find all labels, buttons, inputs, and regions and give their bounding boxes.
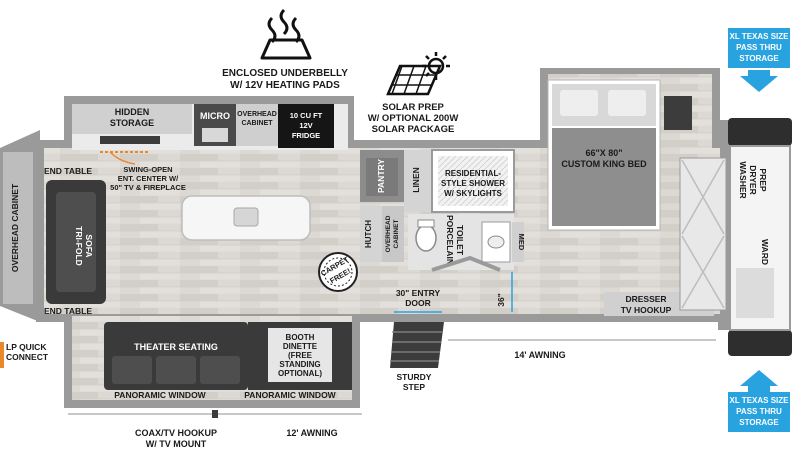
pantry-label: PANTRY	[376, 159, 386, 193]
entry-door-label-1: 30" ENTRY	[396, 288, 441, 298]
linen-label: LINEN	[411, 167, 421, 193]
hidden-storage-label-1: HIDDEN	[115, 107, 150, 117]
pillow-icon	[560, 90, 598, 116]
pass-thru-bottom-3: STORAGE	[739, 418, 779, 427]
fridge-label-3: FRIDGE	[292, 131, 320, 140]
panoramic-window-2-label: PANORAMIC WINDOW	[244, 390, 336, 400]
awning-12-label: 12' AWNING	[286, 428, 337, 438]
theater-seating-label: THEATER SEATING	[134, 342, 218, 352]
solar-panel-icon	[386, 64, 442, 96]
pass-thru-top-1: XL TEXAS SIZE	[730, 32, 790, 41]
fridge	[278, 104, 334, 148]
swing-open-label-1: SWING-OPEN	[123, 165, 172, 174]
micro-label: MICRO	[200, 111, 230, 121]
hutch-overhead-label-2: CABINET	[393, 220, 400, 249]
front-overhead-cabinet-label: OVERHEAD CABINET	[10, 183, 20, 272]
fridge-label-1: 10 CU FT	[290, 111, 323, 120]
end-table-top-label: END TABLE	[44, 166, 92, 176]
bed-label-2: CUSTOM KING BED	[561, 159, 647, 169]
sun-icon	[422, 52, 450, 80]
swing-open-label-2: ENT. CENTER W/	[118, 174, 179, 183]
nightstand	[664, 96, 692, 130]
kitchen-overhead-cabinet	[236, 104, 278, 146]
kitchen-counter-trim	[100, 136, 160, 144]
solar-label-3: SOLAR PACKAGE	[372, 124, 455, 135]
hutch-label: HUTCH	[364, 220, 373, 248]
coax-marker	[212, 410, 218, 418]
fridge-label-2: 12V	[299, 121, 312, 130]
booth-label-5: OPTIONAL)	[278, 369, 322, 378]
pass-thru-bottom-2: PASS THRU	[736, 407, 782, 416]
dim-36-label: 36"	[496, 293, 506, 307]
pass-thru-top-3: STORAGE	[739, 54, 779, 63]
heat-waves-icon	[260, 8, 312, 60]
sink-icon	[233, 207, 259, 227]
underbelly-label-1: ENCLOSED UNDERBELLY	[222, 68, 348, 79]
sturdy-step-label-1: STURDY	[397, 372, 432, 382]
wardrobe-doors	[679, 157, 727, 311]
sturdy-step-icon	[390, 322, 444, 368]
blue-arrow-icon	[740, 70, 778, 92]
hidden-storage-cabinet	[72, 104, 192, 134]
booth-label-4: STANDING	[279, 360, 320, 369]
pass-thru-top-callout: XL TEXAS SIZE PASS THRU STORAGE	[728, 28, 790, 92]
pass-thru-top-2: PASS THRU	[736, 43, 782, 52]
pass-thru-bottom-callout: XL TEXAS SIZE PASS THRU STORAGE	[728, 370, 790, 432]
coax-label-1: COAX/TV HOOKUP	[135, 428, 217, 438]
panoramic-window-1-label: PANORAMIC WINDOW	[114, 390, 206, 400]
linen-cabinet	[404, 150, 432, 212]
stove-icon	[202, 128, 228, 142]
bed-label-1: 66"X 80"	[585, 148, 622, 158]
lp-label-1: LP QUICK	[6, 342, 47, 352]
swing-open-label-3: 50" TV & FIREPLACE	[110, 183, 186, 192]
bed-cover	[552, 128, 656, 226]
kitchen-overhead-label-2: CABINET	[241, 120, 273, 127]
washer-label-2: DRYER	[748, 165, 758, 194]
shelves	[736, 268, 774, 318]
pillow-icon	[608, 90, 646, 116]
dresser-label-1: DRESSER	[625, 294, 666, 304]
sofa-label-2: SOFA	[84, 234, 94, 257]
solar-label-1: SOLAR PREP	[382, 102, 444, 113]
hutch-overhead-cabinet	[382, 206, 404, 262]
pass-thru-bottom-1: XL TEXAS SIZE	[730, 396, 790, 405]
sturdy-step-label-2: STEP	[403, 382, 426, 392]
underbelly-label-2: W/ 12V HEATING PADS	[230, 80, 340, 91]
washer-label-1: WASHER	[738, 161, 748, 198]
toilet-label-2: TOILET	[455, 225, 465, 256]
washer-label-3: PREP	[758, 168, 768, 191]
lp-connect-marker	[0, 342, 4, 368]
hidden-storage-label-2: STORAGE	[110, 118, 154, 128]
booth-label-1: BOOTH	[286, 333, 315, 342]
lp-label-2: CONNECT	[6, 352, 49, 362]
end-table-bottom-label: END TABLE	[44, 306, 92, 316]
booth-label-3: (FREE	[288, 351, 313, 360]
sofa-label-1: TRI-FOLD	[74, 226, 84, 266]
blue-arrow-icon	[740, 370, 778, 392]
solar-label-2: W/ OPTIONAL 200W	[368, 113, 459, 124]
carpet-free-badge-icon: CARPET FREE!	[318, 252, 358, 292]
shower-label-3: W/ SKYLIGHTS	[444, 189, 502, 198]
swing-arc-icon	[109, 151, 136, 165]
hutch	[360, 206, 382, 262]
hutch-overhead-label-1: OVERHEAD	[385, 215, 392, 252]
shower-label-2: STYLE SHOWER	[441, 179, 505, 188]
bath-door	[431, 255, 501, 272]
medicine-cabinet	[512, 222, 524, 262]
toilet-label-1: PORCELAIN	[445, 215, 455, 265]
coax-label-2: W/ TV MOUNT	[146, 439, 207, 449]
kitchen-overhead-label-1: OVERHEAD	[237, 111, 277, 118]
toilet-icon	[415, 224, 437, 252]
entry-door-label-2: DOOR	[405, 298, 431, 308]
shower-label-1: RESIDENTIAL-	[445, 169, 501, 178]
ward-label: WARD	[760, 239, 770, 265]
dresser-label-2: TV HOOKUP	[621, 305, 672, 315]
med-label: MED	[517, 234, 526, 251]
booth-label-2: DINETTE	[283, 342, 318, 351]
awning-14-label: 14' AWNING	[514, 350, 565, 360]
